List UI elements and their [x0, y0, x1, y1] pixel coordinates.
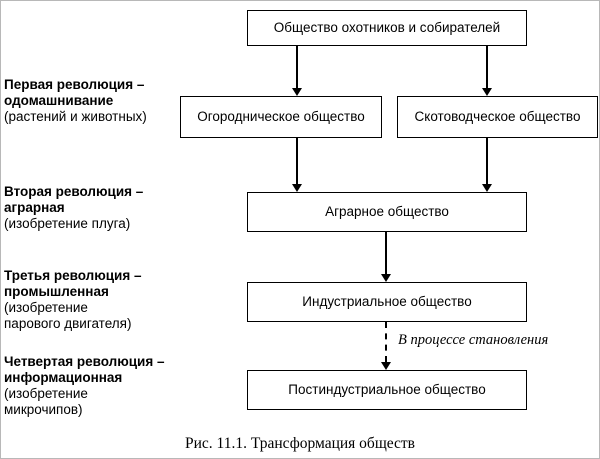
revolution-third-title-line1: Третья революция –	[4, 268, 142, 283]
revolution-second-title-line2: аграрная	[4, 200, 65, 215]
revolution-third-subtitle-line2: парового двигателя)	[4, 316, 132, 331]
arrow-hunters-to-horticultural	[292, 46, 302, 96]
revolution-third-title-line2: промышленная	[4, 284, 109, 299]
revolution-fourth-title-line2: информационная	[4, 370, 123, 385]
figure-caption: Рис. 11.1. Трансформация обществ	[184, 435, 415, 452]
revolution-label-third: Третья революция – промышленная (изобрет…	[4, 268, 179, 332]
arrow-horticultural-to-agrarian	[292, 138, 302, 192]
revolution-second-subtitle-line1: (изобретение плуга)	[4, 216, 131, 231]
arrow-agrarian-to-industrial	[381, 232, 391, 282]
node-pastoral-society: Скотоводческое общество	[397, 96, 598, 138]
node-industrial-society: Индустриальное общество	[247, 282, 527, 322]
node-agrarian-society: Аграрное общество	[247, 192, 527, 232]
revolution-fourth-subtitle-line2: микрочипов)	[4, 402, 83, 417]
revolution-fourth-title-line1: Четвертая революция –	[4, 354, 165, 369]
revolution-first-title-line2: одомашнивание	[4, 93, 114, 108]
in-progress-note: В процессе становления	[398, 332, 549, 348]
revolution-label-first: Первая революция – одомашнивание (растен…	[4, 77, 179, 125]
revolution-label-fourth: Четвертая революция – информационная (из…	[4, 354, 179, 418]
revolution-first-title-line1: Первая революция –	[4, 77, 145, 92]
revolution-second-title-line1: Вторая революция –	[4, 184, 144, 199]
revolution-first-subtitle-line1: (растений и животных)	[4, 109, 147, 124]
revolution-fourth-subtitle-line1: (изобретение	[4, 386, 88, 401]
node-hunters-gatherers-society: Общество охотников и собирателей	[247, 10, 527, 46]
arrow-industrial-to-postindustrial-dashed	[381, 322, 391, 370]
arrow-pastoral-to-agrarian	[482, 138, 492, 192]
arrow-hunters-to-pastoral	[482, 46, 492, 96]
node-horticultural-society: Огородническое общество	[180, 96, 382, 138]
node-postindustrial-society: Постиндустриальное общество	[247, 370, 527, 410]
revolution-third-subtitle-line1: (изобретение	[4, 300, 88, 315]
revolution-label-second: Вторая революция – аграрная (изобретение…	[4, 184, 179, 232]
